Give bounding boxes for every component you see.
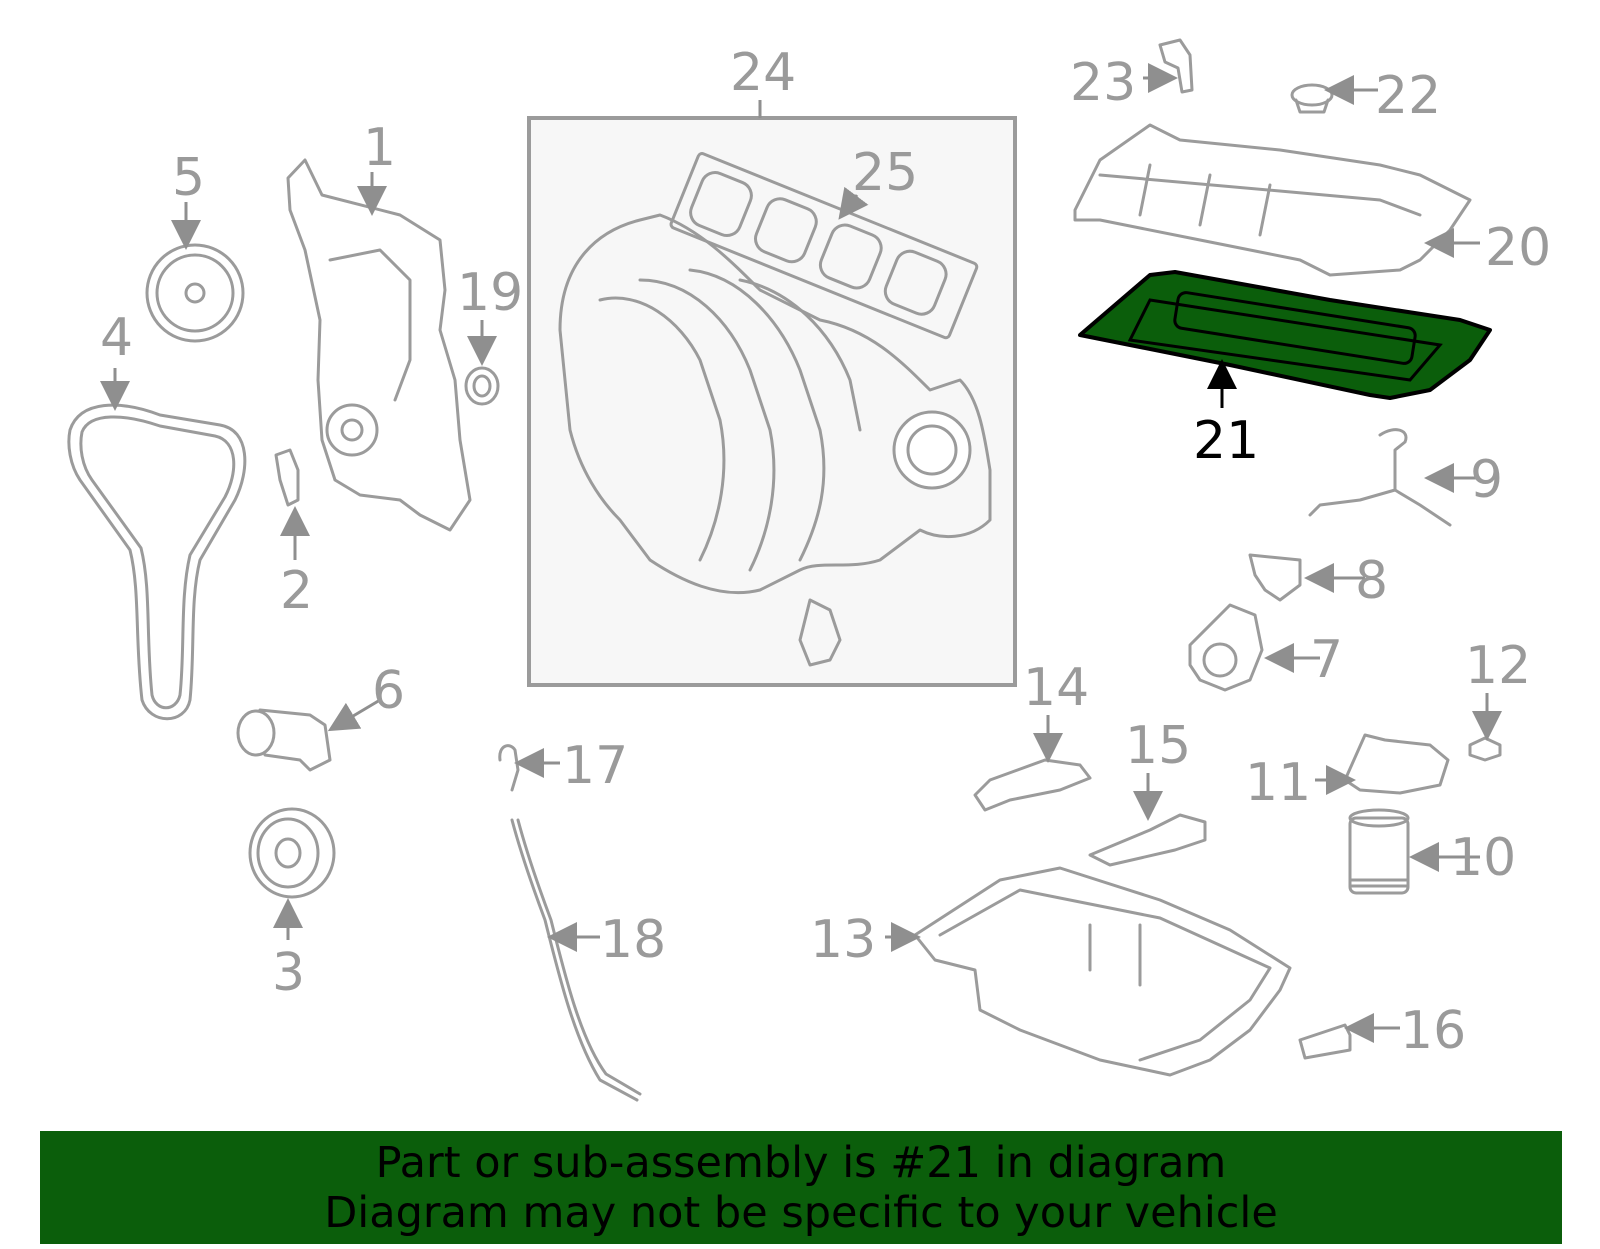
crank-sprocket [145,243,245,343]
oil-pan [913,866,1292,1077]
callout-23: 23 [1070,53,1136,113]
leader-lines [100,63,1502,1043]
oil-pump [1188,603,1264,692]
callout-7: 7 [1310,630,1343,690]
callout-24: 24 [730,43,796,103]
callout-21: 21 [1193,411,1259,471]
banner-line-disclaimer: Diagram may not be specific to your vehi… [324,1188,1278,1238]
callout-8: 8 [1355,551,1388,611]
callout-17: 17 [562,736,628,796]
callout-18: 18 [600,910,666,970]
callout-6: 6 [372,661,405,721]
callout-10: 10 [1450,828,1516,888]
callout-5: 5 [172,148,205,208]
banner-line-part: Part or sub-assembly is #21 in diagram [375,1138,1227,1188]
pcv-tube [1308,428,1452,527]
drain-bolt [1298,1023,1352,1060]
intake-manifold-assembly [527,116,1017,687]
oil-seal [464,366,500,406]
cam-sensor [1158,38,1194,94]
filter-housing [1343,733,1450,795]
callout-13: 13 [810,910,876,970]
callout-16: 16 [1400,1001,1466,1061]
oil-pickup-tube [1088,813,1207,867]
notice-banner: Part or sub-assembly is #21 in diagram D… [40,1131,1562,1244]
callout-numbers: 1 2 3 4 5 6 7 8 9 10 11 12 13 14 15 16 1… [100,43,1551,1061]
oil-filter [1348,808,1410,895]
oil-baffle [973,758,1092,812]
oil-pressure-switch [1468,736,1502,762]
callout-2: 2 [280,561,313,621]
timing-cover-bore [325,403,379,457]
callout-3: 3 [272,943,305,1003]
belt-tensioner [236,708,332,772]
timing-guide [274,448,300,507]
callout-19: 19 [457,263,523,323]
callout-22: 22 [1375,66,1441,126]
callout-1: 1 [363,118,396,178]
timing-belt [67,403,247,721]
callout-25: 25 [852,143,918,203]
callout-20: 20 [1485,218,1551,278]
valve-cover-gasket-highlighted [1078,270,1492,400]
gasket-8 [1248,553,1302,602]
callout-11: 11 [1245,753,1311,813]
callout-15: 15 [1125,716,1191,776]
callout-14: 14 [1023,658,1089,718]
timing-cover [286,158,472,532]
valve-cover [1073,123,1472,277]
oil-filler-cap [1290,83,1334,114]
callout-4: 4 [100,308,133,368]
callout-9: 9 [1470,450,1503,510]
idler-pulley [248,807,336,899]
callout-12: 12 [1465,636,1531,696]
